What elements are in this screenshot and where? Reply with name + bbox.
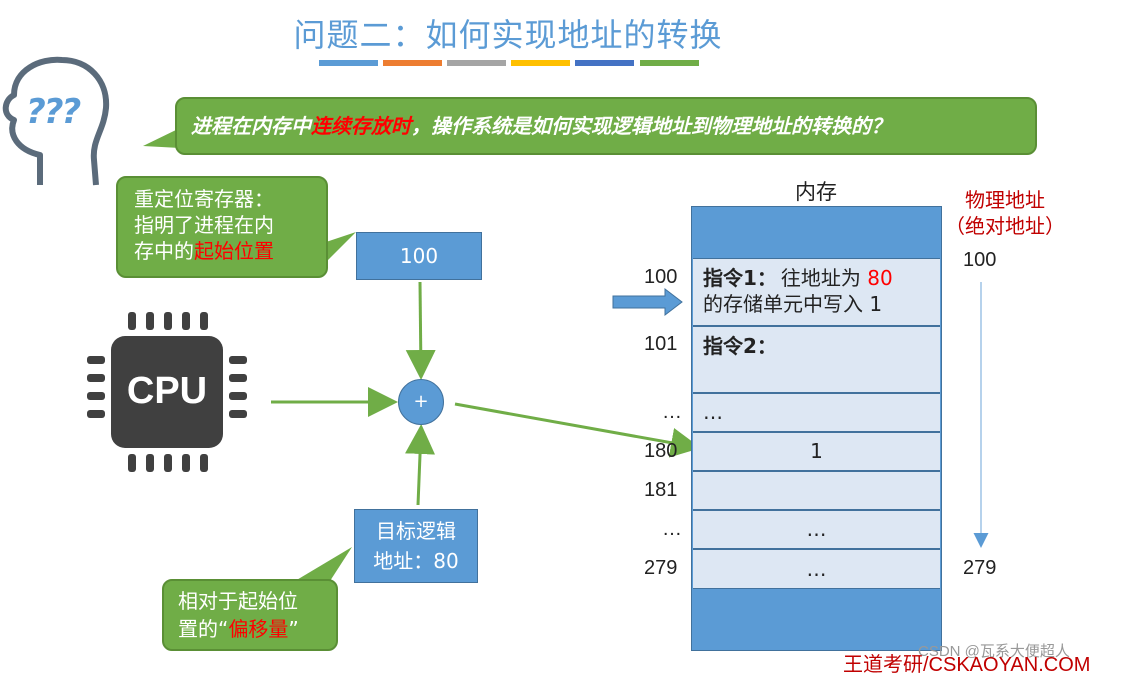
physical-address-start: 100 [963,249,997,271]
logical-address-line1: 目标逻辑 [376,519,456,543]
logical-address-box: 目标逻辑 地址：80 [354,509,478,583]
address-label-101: 101 [644,333,678,355]
memory-label: 内存 [795,180,837,204]
instruction-1-colon: ： [756,266,777,290]
physical-label-line2: （绝对地址） [945,214,1065,238]
memory-180-value: 1 [810,439,823,463]
address-label-dots: … [662,401,682,423]
instruction-1-line1: 指令1：往地址为 80 [703,265,940,291]
relocation-register-note: 重定位寄存器： 指明了进程在内 存中的起始位置 [116,176,328,278]
offset-note-line2-suffix: ” [288,617,299,641]
address-label-100: 100 [644,266,678,288]
relocation-note-highlight: 起始位置 [194,239,274,263]
program-counter-arrow [612,287,683,317]
instruction-1-text: 往地址为 [780,266,861,290]
logical-to-adder-arrow [405,424,436,506]
instruction-1-label: 指令1 [703,266,757,290]
thinking-head-icon [2,56,110,186]
memory-cell-101: 指令2： [693,326,940,393]
memory-cell-100: 指令1：往地址为 80 的存储单元中写入 1 [693,258,940,326]
address-label-dots-2: … [662,518,682,540]
register-bubble-tail [326,232,356,262]
address-label-181: 181 [644,479,678,501]
offset-note-line2: 置的“偏移量” [178,615,336,643]
memory-dots-2: … [806,517,827,541]
physical-label-line1: 物理地址 [965,188,1045,212]
question-marks-icon: ??? [26,92,81,132]
offset-note-line1: 相对于起始位 [178,589,298,613]
title-bar-6 [640,60,699,66]
memory-dots: … [703,400,723,424]
footer-brand: 王道考研/CSKAOYAN.COM [843,654,1091,676]
offset-note-highlight: 偏移量 [228,617,289,641]
cpu-label: CPU [126,370,208,412]
title-bar-5 [575,60,634,66]
instruction-1-target-address: 80 [867,266,893,290]
memory-cell-dots: … [693,393,940,432]
memory-cell-279: … [693,549,940,589]
relocation-register-box: 100 [356,232,482,280]
memory-cell-180: 1 [693,432,940,471]
question-bubble-tail [143,128,180,148]
offset-note: 相对于起始位 置的“偏移量” [162,579,338,651]
relocation-note-line3-prefix: 存中的 [134,239,194,263]
offset-note-line2-prefix: 置的“ [178,617,229,641]
adder-to-memory-arrow [454,402,701,458]
question-bubble: 进程在内存中连续存放时，操作系统是如何实现逻辑地址到物理地址的转换的？ [175,97,1037,155]
physical-address-label: 物理地址 （绝对地址） [943,187,1067,239]
memory-cell-dots-2: … [693,510,940,549]
relocation-note-line1: 重定位寄存器： [134,187,274,211]
instruction-2-label: 指令2： [703,334,777,358]
memory-cell-181 [693,471,940,510]
question-highlight: 连续存放时 [311,114,411,138]
instruction-1-line2: 的存储单元中写入 1 [703,292,883,316]
address-label-180: 180 [644,440,678,462]
relocation-note-line3: 存中的起始位置 [134,238,326,264]
memory-279-value: … [806,557,827,581]
title-bar-1 [319,60,378,66]
title-bar-3 [447,60,506,66]
title-bar-2 [383,60,442,66]
physical-address-end: 279 [963,557,997,579]
title-bar-4 [511,60,570,66]
page-title: 问题二：如何实现地址的转换 [293,16,723,54]
csdn-watermark: CSDN @瓦系大便超人 [918,643,1070,660]
question-part2: ，操作系统是如何实现逻辑地址到物理地址的转换的？ [411,114,891,138]
logical-address-line2: 地址：80 [373,549,459,573]
question-part1: 进程在内存中 [191,114,311,138]
address-label-279: 279 [644,557,678,579]
register-to-adder-arrow [405,281,436,380]
offset-bubble-tail [295,547,352,581]
relocation-note-line2: 指明了进程在内 [134,213,274,237]
adder-circle: + [398,379,444,425]
cpu-chip-icon [87,312,247,472]
